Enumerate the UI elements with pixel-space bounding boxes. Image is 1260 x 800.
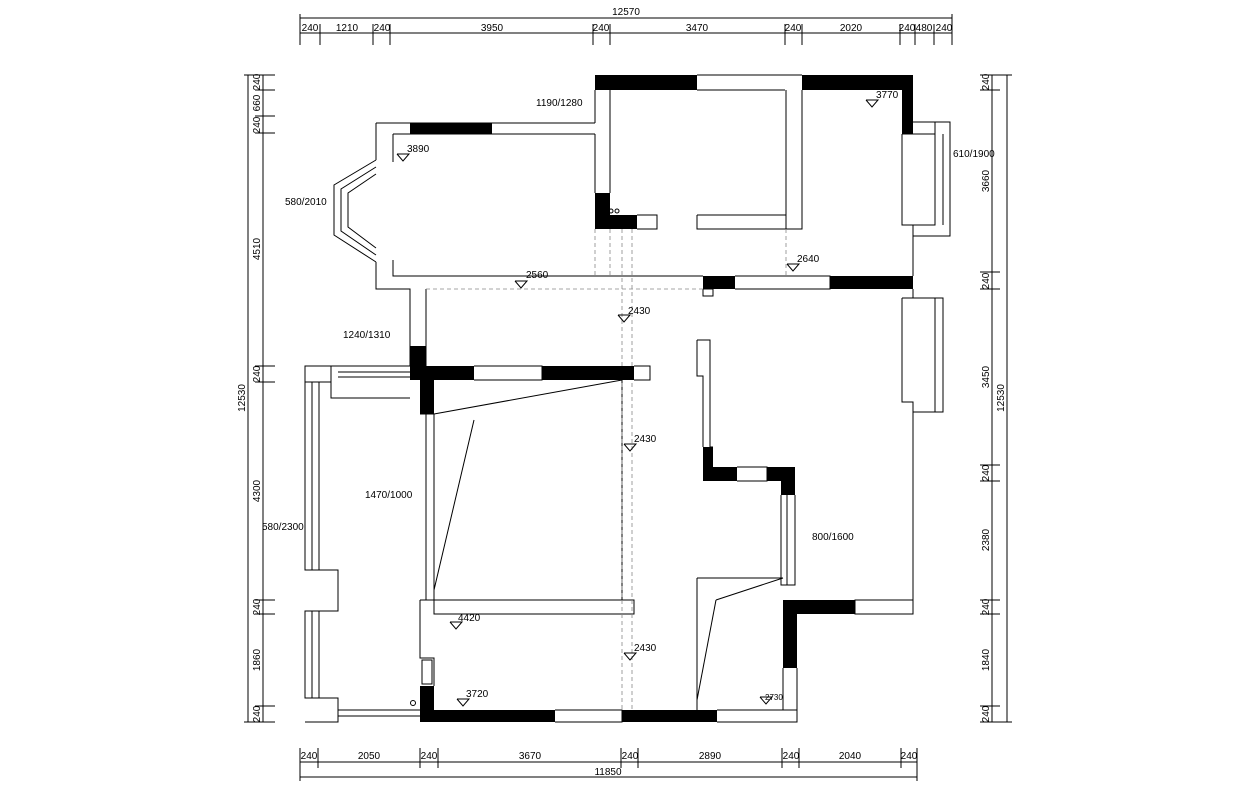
- right-dim: 240: [981, 464, 992, 481]
- bottom-dim: 240: [901, 751, 918, 762]
- dashed-lines: [426, 229, 787, 710]
- bottom-dimension-chain: 240 2050 240 3670 240 2890 240 2040 240 …: [299, 748, 918, 781]
- left-dim: 4300: [252, 479, 263, 502]
- bottom-dim: 240: [421, 751, 438, 762]
- level-label: 2430: [628, 306, 651, 317]
- opening-label: 1190/1280: [536, 98, 583, 109]
- bottom-dim: 240: [622, 751, 639, 762]
- right-dim: 3660: [981, 169, 992, 192]
- top-dim: 240: [374, 23, 391, 34]
- top-dim: 240: [936, 23, 953, 34]
- bottom-dim: 2040: [839, 751, 862, 762]
- bottom-dim: 2890: [699, 751, 722, 762]
- opening-label: 610/1900: [953, 149, 995, 160]
- opening-label: 1470/1000: [365, 490, 413, 501]
- top-dimension-chain: 12570 240 1210 240 3950 240 3470 240 202…: [299, 7, 953, 45]
- left-total-dim: 12530: [237, 384, 248, 412]
- level-label: 3890: [407, 144, 430, 155]
- top-dim: 2020: [840, 23, 863, 34]
- level-label: 2430: [634, 643, 657, 654]
- level-label: 2430: [634, 434, 657, 445]
- level-label: 2560: [526, 270, 549, 281]
- level-label: 3720: [466, 689, 489, 700]
- top-total-dim: 12570: [612, 7, 640, 18]
- bottom-dim: 3670: [519, 751, 542, 762]
- level-label: 2730: [765, 693, 783, 702]
- left-dim: 240: [252, 365, 263, 382]
- right-dim: 1840: [981, 648, 992, 671]
- right-dim: 2380: [981, 528, 992, 551]
- level-markers: [396, 99, 880, 707]
- level-label: 2640: [797, 254, 820, 265]
- right-dim: 3450: [981, 365, 992, 388]
- opening-label: 800/1600: [812, 532, 854, 543]
- wall-outlines: [304, 74, 951, 723]
- solid-walls: [410, 75, 913, 722]
- right-dim: 240: [981, 73, 992, 90]
- level-label: 4420: [458, 613, 481, 624]
- bottom-total-dim: 11850: [594, 767, 622, 778]
- left-dim: 660: [252, 94, 263, 111]
- left-dim: 240: [252, 598, 263, 615]
- top-dim: 3950: [481, 23, 504, 34]
- left-dim: 240: [252, 73, 263, 90]
- top-dim: 240: [785, 23, 802, 34]
- level-label: 3770: [876, 90, 899, 101]
- top-dim: 240: [593, 23, 610, 34]
- fixtures: [410, 208, 620, 706]
- right-dim: 240: [981, 705, 992, 722]
- bottom-dim: 2050: [358, 751, 381, 762]
- top-dim: 240: [302, 23, 319, 34]
- left-dim: 4510: [252, 237, 263, 260]
- right-dimension-chain: 240 3660 240 3450 240 2380 240 1840 240 …: [980, 73, 1012, 723]
- right-dim: 240: [981, 272, 992, 289]
- opening-label: 1240/1310: [343, 330, 391, 341]
- right-dim: 240: [981, 598, 992, 615]
- top-dim: 3470: [686, 23, 709, 34]
- right-total-dim: 12530: [996, 384, 1007, 412]
- left-dim: 1860: [252, 648, 263, 671]
- top-dim: 240: [899, 23, 916, 34]
- opening-label: 580/2010: [285, 197, 327, 208]
- opening-label: 580/2300: [262, 522, 304, 533]
- bottom-dim: 240: [783, 751, 800, 762]
- bottom-dim: 240: [301, 751, 318, 762]
- left-dimension-chain: 12530 240 660 240 4510 240 4300 240 1860…: [237, 73, 275, 723]
- left-dim: 240: [252, 116, 263, 133]
- top-dim: 1210: [336, 23, 359, 34]
- left-dim: 240: [252, 705, 263, 722]
- top-dim: 480: [916, 23, 933, 34]
